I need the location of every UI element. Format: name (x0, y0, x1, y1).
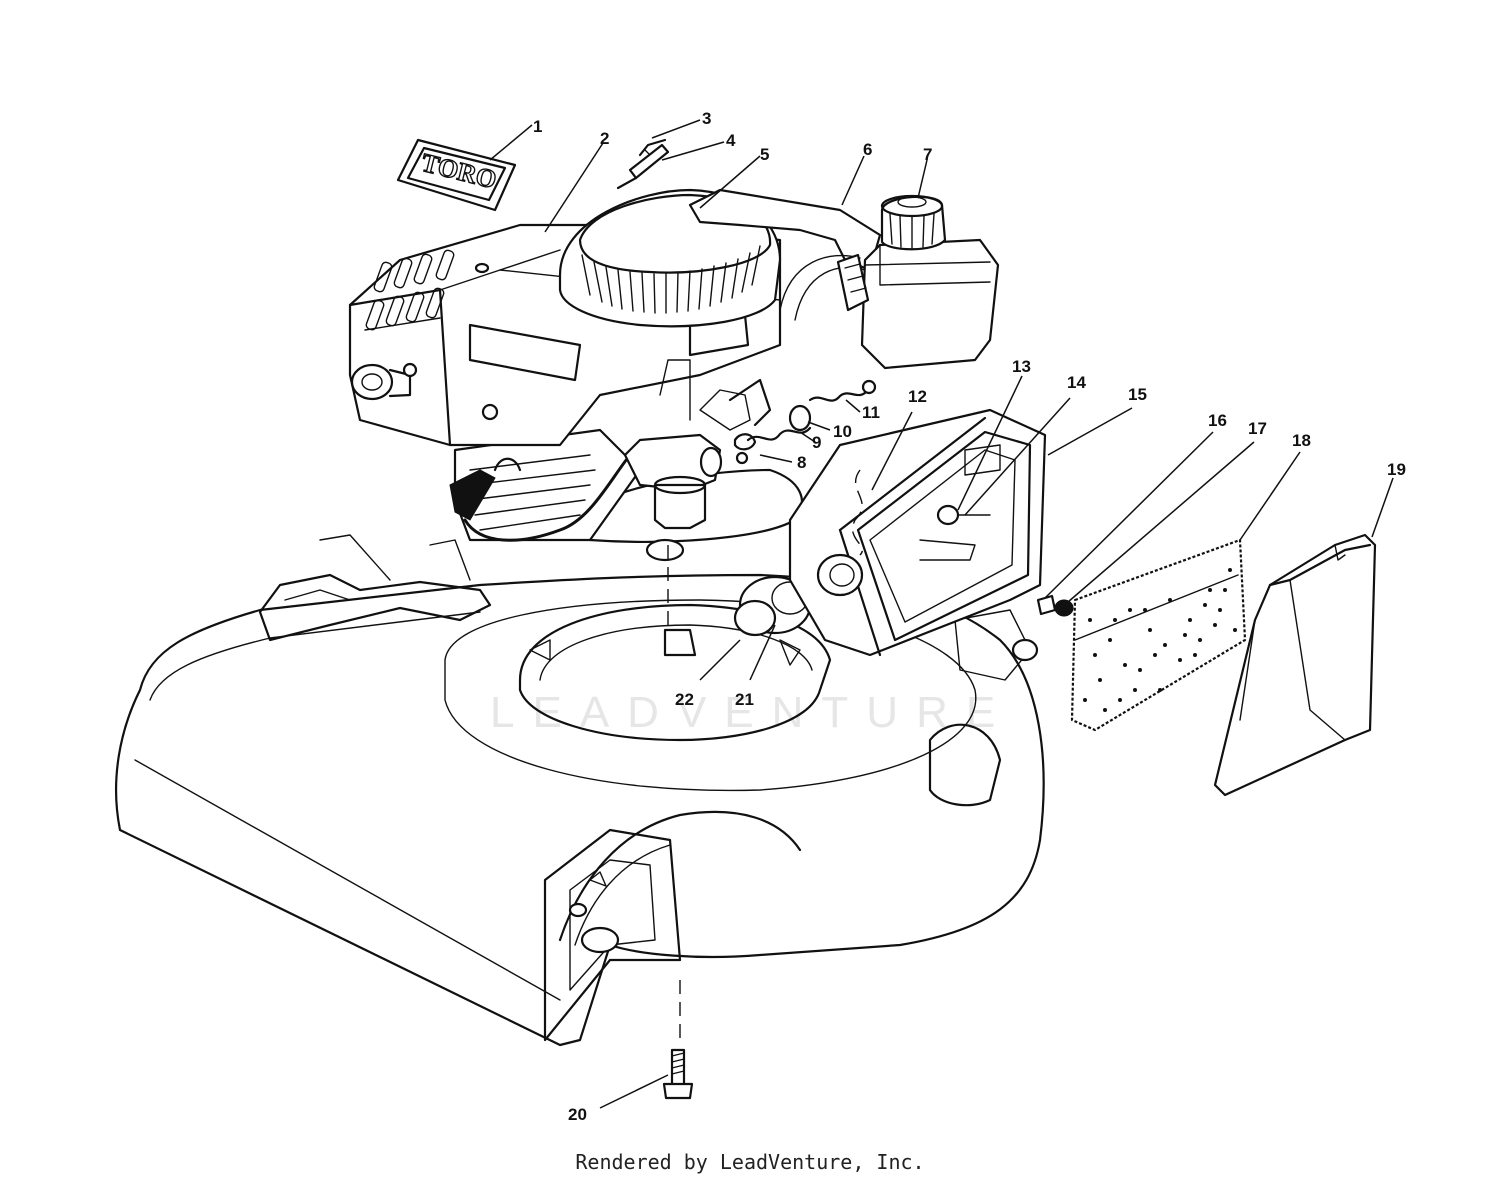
callout-9: 9 (812, 433, 821, 452)
callout-14: 14 (1067, 373, 1086, 392)
callout-13: 13 (1012, 357, 1031, 376)
footer-credit: Rendered by LeadVenture, Inc. (575, 1150, 925, 1174)
callout-11: 11 (862, 403, 880, 422)
callout-3: 3 (702, 109, 711, 128)
engine (348, 188, 1000, 637)
callout-7: 7 (923, 145, 932, 164)
foam-filter (1070, 538, 1247, 732)
callout-22: 22 (675, 690, 694, 709)
callout-19: 19 (1387, 460, 1406, 479)
callout-8: 8 (797, 453, 806, 472)
toro-decal: TORO (396, 138, 517, 212)
leader-lines (489, 119, 1394, 1109)
callout-6: 6 (863, 140, 872, 159)
mower-deck (115, 534, 1045, 1047)
callout-4: 4 (726, 131, 736, 150)
callout-labels: 1 2 3 4 5 6 7 8 9 10 11 12 13 14 15 16 1… (533, 109, 1406, 1124)
callout-15: 15 (1128, 385, 1147, 404)
callout-12: 12 (908, 387, 927, 406)
callout-16: 16 (1208, 411, 1227, 430)
callout-10: 10 (833, 422, 852, 441)
watermark: LEADVENTURE (490, 688, 1013, 737)
air-cleaner-body (788, 408, 1047, 657)
callout-20: 20 (568, 1105, 587, 1124)
callout-18: 18 (1292, 431, 1311, 450)
carburetor (623, 359, 772, 530)
callout-5: 5 (760, 145, 769, 164)
muffler-vents (365, 249, 455, 331)
callout-21: 21 (735, 690, 754, 709)
blade-bolt (662, 1048, 694, 1100)
callout-17: 17 (1248, 419, 1267, 438)
callout-2: 2 (600, 129, 609, 148)
callout-1: 1 (533, 117, 542, 136)
air-cleaner-cover (1213, 533, 1377, 797)
fuel-tank (836, 194, 1000, 370)
